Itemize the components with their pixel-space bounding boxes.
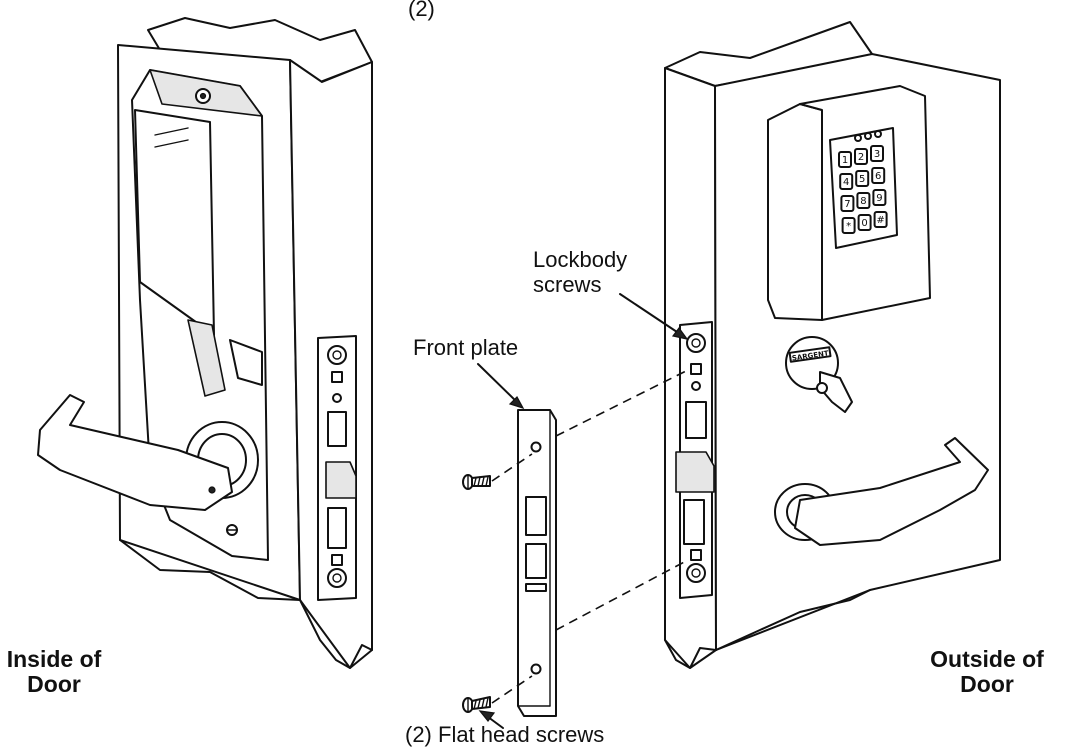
- key-bow: [816, 382, 828, 394]
- front-plate-latch-cutout: [525, 543, 547, 579]
- plate-to-lockbody-guide-top: [555, 369, 689, 437]
- mortise-bottom-tab: [331, 554, 343, 566]
- keypad-key-label-2: 3: [874, 149, 880, 160]
- lockbody-bottom-screw-head: [691, 568, 701, 578]
- keypad-key-1: [854, 148, 868, 165]
- outside-of-door-line1: Outside of: [930, 646, 1044, 672]
- panel-highlight-line-1: [154, 127, 189, 136]
- keypad-key-0: [838, 151, 852, 168]
- flat-head-screw-bottom: [462, 696, 491, 713]
- outside-latch-bolt: [675, 451, 715, 493]
- keypad-led-2-icon: [864, 132, 872, 140]
- front-plate-assembly: [462, 369, 689, 717]
- front-plate-label: Front plate: [413, 335, 519, 360]
- mortise-top-screw-icon: [327, 345, 347, 365]
- outside-of-door-line2: Door: [960, 671, 1014, 697]
- inside-release-slot: [187, 319, 226, 397]
- keypad-key-7: [856, 192, 871, 209]
- keypad-key-3: [839, 173, 854, 190]
- keypad-key-8: [872, 189, 887, 206]
- front-plate-deadbolt-cutout: [525, 496, 547, 536]
- lockbody-screws-arrowhead: [671, 326, 689, 340]
- outside-auxiliary-latch: [683, 499, 705, 545]
- outside-deadbolt-opening: [685, 401, 707, 439]
- outside-mortise-top-tab: [690, 363, 702, 375]
- keypad-led-3-icon: [874, 130, 882, 138]
- plate-to-lockbody-guide-bottom: [555, 559, 689, 631]
- keypad-key-label-7: 8: [860, 196, 866, 207]
- mortise-top-screw-head: [332, 350, 342, 360]
- keypad-key-2: [870, 145, 884, 162]
- flat-head-screws-label: (2) Flat head screws: [405, 722, 605, 747]
- screw-to-plate-guide-top: [491, 453, 533, 482]
- lockbody-top-screw-icon: [686, 333, 706, 353]
- mortise-top-tab: [331, 371, 343, 383]
- flat-head-screws-arrowhead: [478, 710, 496, 722]
- keypad-led-1-icon: [854, 134, 862, 142]
- front-plate-aux-slot: [525, 583, 547, 592]
- keypad-key-label-6: 7: [844, 199, 850, 210]
- outside-lever-handle: [794, 437, 989, 546]
- panel-highlight-line-2: [154, 139, 189, 148]
- inside-lever-screw: [208, 486, 216, 494]
- keypad-key-label-8: 9: [876, 193, 882, 204]
- outside-of-door-label: Outside of Door: [916, 647, 1058, 697]
- inside-lever-handle: [37, 394, 233, 511]
- front-plate-top-hole: [530, 441, 542, 453]
- keypad-key-11: [873, 211, 888, 228]
- keypad-key-5: [871, 167, 886, 184]
- inside-of-door-label: Inside of Door: [0, 647, 112, 697]
- keypad-key-label-3: 4: [843, 177, 849, 188]
- outside-mortise-small-screw-icon: [691, 381, 701, 391]
- top-cut-off-fragment: (2): [408, 0, 435, 21]
- right-door-edge-break: [664, 639, 717, 669]
- lockbody-top-screw-head: [691, 338, 701, 348]
- lockbody-screws-label-line1: Lockbody: [533, 247, 628, 272]
- latch-bolt: [325, 461, 357, 499]
- lockbody-bottom-screw-icon: [686, 563, 706, 583]
- flat-head-screw-top: [462, 474, 491, 490]
- front-plate-arrowhead: [508, 396, 525, 410]
- inside-door-assembly: [37, 17, 373, 669]
- keypad-key-label-4: 5: [859, 174, 865, 185]
- keypad-key-9: [841, 217, 856, 234]
- keypad-key-label-0: 1: [842, 155, 848, 166]
- lockbody-screws-label: Lockbody screws: [533, 247, 627, 297]
- keypad-key-label-5: 6: [875, 171, 881, 182]
- keypad-key-10: [857, 214, 872, 231]
- lockbody-screws-leader: [619, 293, 684, 337]
- front-plate-bottom-hole: [530, 663, 542, 675]
- deadbolt-opening: [327, 411, 347, 447]
- outside-mortise-bottom-tab: [690, 549, 702, 561]
- thumbturn-button-center: [199, 92, 207, 100]
- keypad-key-label-1: 2: [858, 152, 864, 163]
- inside-of-door-line2: Door: [27, 671, 81, 697]
- outside-keypad-housing-side: [767, 103, 823, 321]
- front-plate-leader: [477, 363, 521, 406]
- left-door-bottom-break: [119, 539, 301, 601]
- lockbody-screws-label-line2: screws: [533, 272, 602, 297]
- keypad-key-label-11: #: [876, 215, 884, 226]
- left-door-edge-break: [299, 599, 373, 669]
- mortise-bottom-screw-icon: [327, 568, 347, 588]
- key-cylinder-brand-plate: [788, 346, 832, 363]
- right-door-bottom-break: [715, 589, 871, 651]
- keypad-key-label-10: 0: [861, 218, 867, 229]
- callout-arrows: [477, 293, 689, 729]
- keypad-key-label-9: *: [846, 221, 851, 232]
- auxiliary-latch: [327, 507, 347, 549]
- mortise-bottom-screw-head: [332, 573, 342, 583]
- inside-release-tab: [229, 339, 263, 386]
- inside-of-door-line1: Inside of: [6, 646, 102, 672]
- mortise-small-screw-icon: [332, 393, 342, 403]
- keypad-key-6: [840, 195, 855, 212]
- screw-to-plate-guide-bottom: [491, 675, 533, 704]
- keypad-key-4: [855, 170, 870, 187]
